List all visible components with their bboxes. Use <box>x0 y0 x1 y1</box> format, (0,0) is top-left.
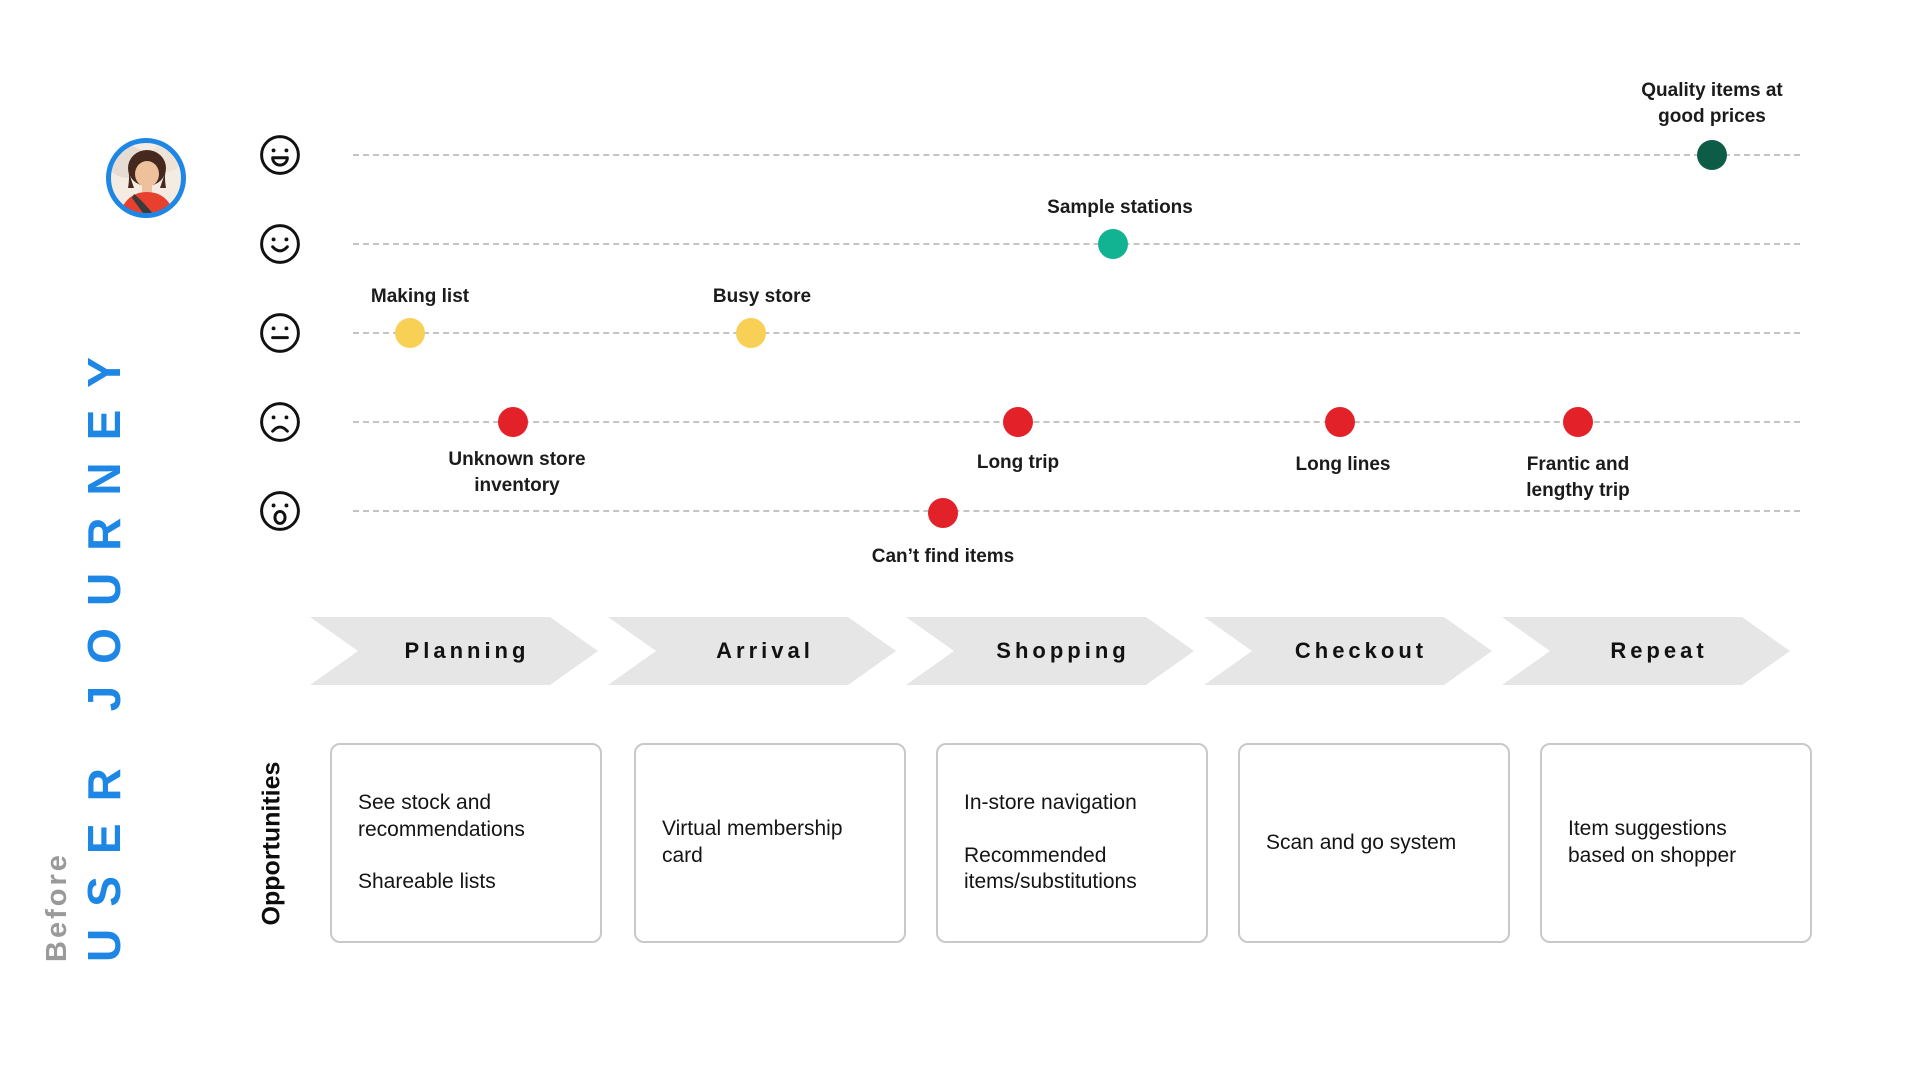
journey-point-frantic-trip <box>1563 407 1593 437</box>
point-label-frantic-trip: Frantic and lengthy trip <box>1526 454 1630 501</box>
phase-planning-label: Planning <box>404 638 530 663</box>
point-label-cant-find-items: Can’t find items <box>871 546 1015 567</box>
shopper-avatar <box>104 136 188 220</box>
opportunity-text: Shareable lists <box>358 870 496 894</box>
mood-gridline-3 <box>353 332 1800 334</box>
journey-point-quality-items <box>1697 140 1727 170</box>
sidebar-title-block: Before USER JOURNEY <box>41 292 131 962</box>
phase-planning: Planning <box>310 617 598 685</box>
neutral-face-icon <box>257 310 303 356</box>
phase-shopping: Shopping <box>906 617 1194 685</box>
point-label-long-trip: Long trip <box>976 452 1060 473</box>
opportunity-card-arrival: Virtual membership card <box>634 743 906 943</box>
journey-point-making-list <box>395 318 425 348</box>
opportunity-card-shopping: In-store navigation Recommended items/su… <box>936 743 1208 943</box>
point-label-unknown-inventory: Unknown store inventory <box>448 449 586 496</box>
journey-pretitle: Before <box>41 852 73 962</box>
opportunity-text: Virtual membership card <box>662 817 843 867</box>
point-label-quality-items: Quality items at good prices <box>1641 80 1783 127</box>
shopper-avatar-icon <box>106 138 186 218</box>
opportunity-text: Scan and go system <box>1266 830 1457 854</box>
distress-face-icon <box>257 488 303 534</box>
opportunities-row-label: Opportunities <box>257 761 286 925</box>
point-label-busy-store: Busy store <box>712 286 812 307</box>
point-label-making-list: Making list <box>370 286 470 307</box>
opportunity-text: Recommended items/substitutions <box>964 843 1137 894</box>
opportunity-text: See stock and recommendations <box>358 790 525 841</box>
journey-point-long-trip <box>1003 407 1033 437</box>
phase-repeat: Repeat <box>1502 617 1790 685</box>
point-label-sample-stations: Sample stations <box>1047 197 1193 218</box>
opportunity-card-planning: See stock and recommendations Shareable … <box>330 743 602 943</box>
mood-gridline-5 <box>353 510 1800 512</box>
opportunity-card-repeat: Item suggestions based on shopper <box>1540 743 1812 943</box>
journey-point-sample-stations <box>1098 229 1128 259</box>
mood-gridline-1 <box>353 154 1800 156</box>
mood-gridline-2 <box>353 243 1800 245</box>
point-label-long-lines: Long lines <box>1295 454 1391 475</box>
frown-face-icon <box>257 399 303 445</box>
phase-shopping-label: Shopping <box>996 638 1130 663</box>
phase-checkout-label: Checkout <box>1294 638 1428 663</box>
journey-point-long-lines <box>1325 407 1355 437</box>
journey-point-cant-find-items <box>928 498 958 528</box>
journey-title: USER JOURNEY <box>77 335 130 962</box>
phase-arrival-label: Arrival <box>716 638 814 663</box>
opportunity-card-checkout: Scan and go system <box>1238 743 1510 943</box>
mood-gridline-4 <box>353 421 1800 423</box>
phase-arrival: Arrival <box>608 617 896 685</box>
smile-face-icon <box>257 221 303 267</box>
journey-point-unknown-inventory <box>498 407 528 437</box>
opportunity-text: Item suggestions based on shopper <box>1568 817 1737 867</box>
opportunity-text: In-store navigation <box>964 790 1137 814</box>
grin-face-icon <box>257 132 303 178</box>
phase-repeat-label: Repeat <box>1610 638 1708 663</box>
phase-checkout: Checkout <box>1204 617 1492 685</box>
journey-point-busy-store <box>736 318 766 348</box>
